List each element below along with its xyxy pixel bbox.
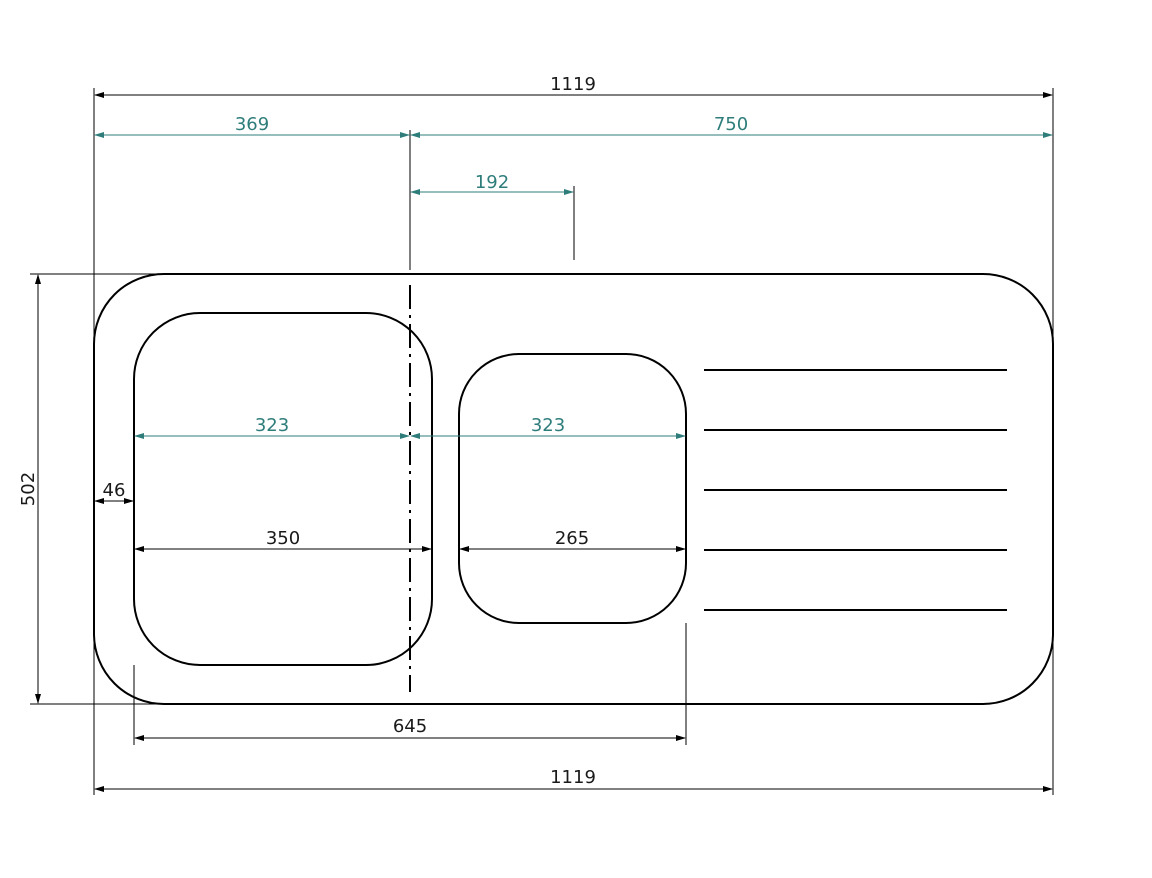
dim-label: 265 — [555, 528, 589, 549]
extension-lines — [30, 88, 1054, 795]
dim-bowl2-inner: 323 — [410, 415, 686, 439]
dim-label: 1119 — [550, 74, 596, 95]
dim-label: 502 — [18, 472, 39, 506]
dim-offset: 192 — [410, 172, 574, 195]
bowl-small — [458, 353, 687, 624]
dim-bowl2-width: 265 — [459, 528, 686, 552]
drainboard-grooves — [704, 369, 1007, 611]
dim-label: 350 — [266, 528, 300, 549]
dim-left-section: 369 — [94, 114, 410, 138]
dim-label: 192 — [475, 172, 509, 193]
dim-label: 323 — [531, 415, 565, 436]
dim-bowl1-inner: 323 — [134, 415, 410, 439]
dim-right-section: 750 — [410, 114, 1053, 138]
dim-label: 1119 — [550, 767, 596, 788]
dim-margin-left: 46 — [94, 480, 134, 504]
dim-label: 645 — [393, 716, 427, 737]
dim-bowls-total: 645 — [134, 716, 686, 741]
dim-overall-bottom: 1119 — [94, 767, 1053, 792]
bowl-large — [133, 312, 433, 666]
dim-label: 323 — [255, 415, 289, 436]
dim-label: 369 — [235, 114, 269, 135]
dim-height: 502 — [18, 274, 41, 704]
dim-bowl1-width: 350 — [134, 528, 432, 552]
dim-label: 750 — [714, 114, 748, 135]
dim-overall-top: 1119 — [94, 74, 1053, 98]
dim-label: 46 — [103, 480, 126, 501]
